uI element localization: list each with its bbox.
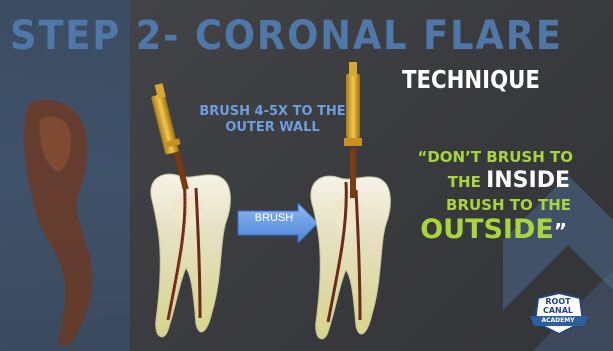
quote-line-2: THE INSIDE	[448, 168, 570, 193]
logo-line-2: CANAL	[532, 306, 584, 315]
tooth-before-illustration	[138, 80, 238, 342]
quote-inside: INSIDE	[486, 168, 570, 193]
logo-line-1: ROOT	[532, 297, 584, 306]
slide-subtitle: TECHNIQUE	[402, 67, 540, 92]
quote-outside: OUTSIDE	[420, 214, 554, 245]
quote-line-1: “DON’T BRUSH TO	[418, 148, 574, 166]
quote-line-4: OUTSIDE”	[420, 214, 567, 245]
tooth-after-illustration	[300, 58, 400, 346]
slide-title: STEP 2- CORONAL FLARE	[10, 16, 563, 56]
quote-close-mark: ”	[554, 219, 567, 243]
logo-line-3: ACADEMY	[532, 317, 584, 324]
quote-the: THE	[448, 173, 481, 191]
brush-arrow-label: BRUSH	[242, 212, 306, 224]
quote-line-3: BRUSH TO THE	[446, 196, 571, 214]
